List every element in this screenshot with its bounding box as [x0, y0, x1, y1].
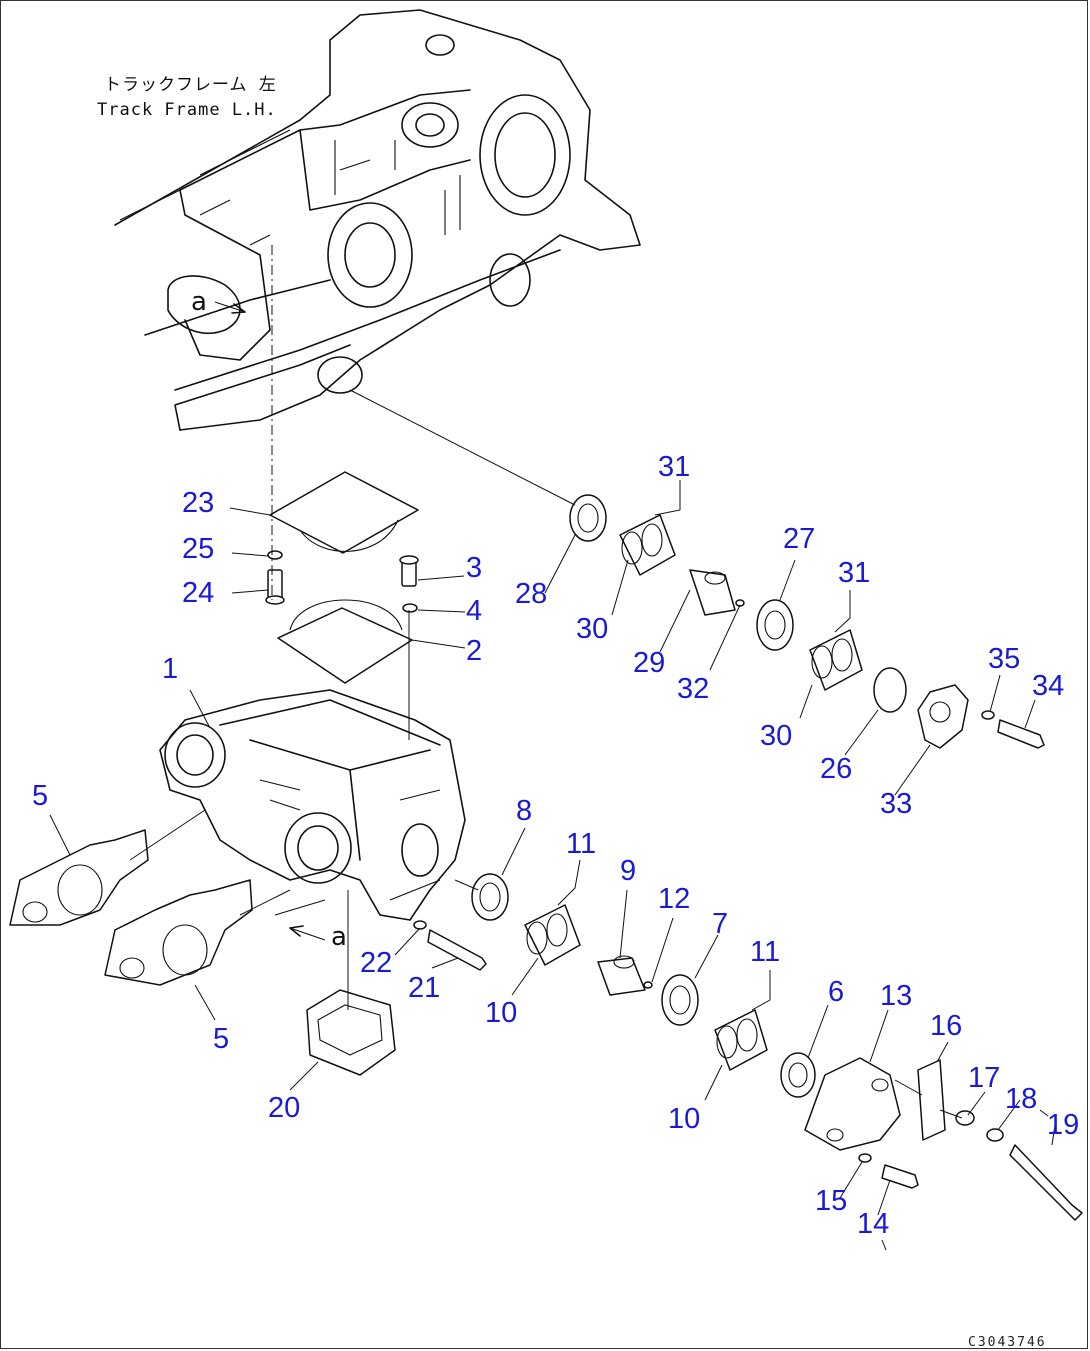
callout-4: 4 — [466, 595, 482, 627]
callout-20: 20 — [268, 1092, 300, 1124]
callout-9: 9 — [620, 855, 636, 887]
callout-22: 22 — [360, 947, 392, 979]
callout-32: 32 — [677, 673, 709, 705]
callout-24: 24 — [182, 577, 214, 609]
callout-27: 27 — [783, 523, 815, 555]
view-marker-lower: a — [274, 899, 347, 952]
bracket-body-illustration — [159, 689, 466, 921]
callout-17: 17 — [968, 1062, 1000, 1094]
callout-14: 14 — [857, 1208, 889, 1240]
callout-28: 28 — [515, 578, 547, 610]
callout-21: 21 — [408, 972, 440, 1004]
callout-5: 5 — [213, 1023, 229, 1055]
callout-16: 16 — [930, 1010, 962, 1042]
callout-30: 30 — [760, 720, 792, 752]
link-parts — [9, 829, 253, 986]
callout-15: 15 — [815, 1185, 847, 1217]
bolts — [265, 550, 1083, 1221]
callout-29: 29 — [633, 647, 665, 679]
callout-19: 19 — [1047, 1109, 1079, 1141]
assembly-lines — [129, 245, 1049, 1251]
callout-31: 31 — [658, 451, 690, 483]
callout-labels: 1 2 3 4 5 5 6 7 8 9 10 10 11 11 12 13 14… — [32, 451, 1079, 1240]
callout-25: 25 — [182, 533, 214, 565]
callout-31: 31 — [838, 557, 870, 589]
cushion-part — [306, 989, 396, 1076]
view-label: a — [191, 287, 207, 317]
callout-26: 26 — [820, 753, 852, 785]
callout-12: 12 — [658, 883, 690, 915]
caption-english: Track Frame L.H. — [97, 100, 277, 120]
callout-11: 11 — [566, 828, 596, 860]
callout-5: 5 — [32, 780, 48, 812]
callout-7: 7 — [712, 908, 728, 940]
callout-35: 35 — [988, 643, 1020, 675]
upper-pin-assembly — [569, 494, 969, 749]
callout-33: 33 — [880, 788, 912, 820]
callout-2: 2 — [466, 635, 482, 667]
view-marker-upper: a — [191, 287, 246, 317]
callout-6: 6 — [828, 976, 844, 1008]
callout-3: 3 — [466, 552, 482, 584]
callout-10: 10 — [668, 1103, 700, 1135]
callout-23: 23 — [182, 487, 214, 519]
callout-10: 10 — [485, 997, 517, 1029]
callout-13: 13 — [880, 980, 912, 1012]
callout-8: 8 — [516, 795, 532, 827]
callout-34: 34 — [1032, 670, 1064, 702]
callout-30: 30 — [576, 613, 608, 645]
view-label: a — [331, 922, 347, 952]
drawing-code: C3043746 — [968, 1335, 1047, 1350]
callout-18: 18 — [1005, 1083, 1037, 1115]
cover-plates — [269, 471, 419, 684]
leader-lines — [49, 480, 1056, 1216]
callout-11: 11 — [750, 936, 780, 968]
callout-1: 1 — [162, 653, 178, 685]
track-frame-illustration — [114, 9, 641, 431]
lower-pin-assembly — [471, 873, 946, 1151]
caption-japanese: トラックフレーム 左 — [104, 75, 277, 95]
